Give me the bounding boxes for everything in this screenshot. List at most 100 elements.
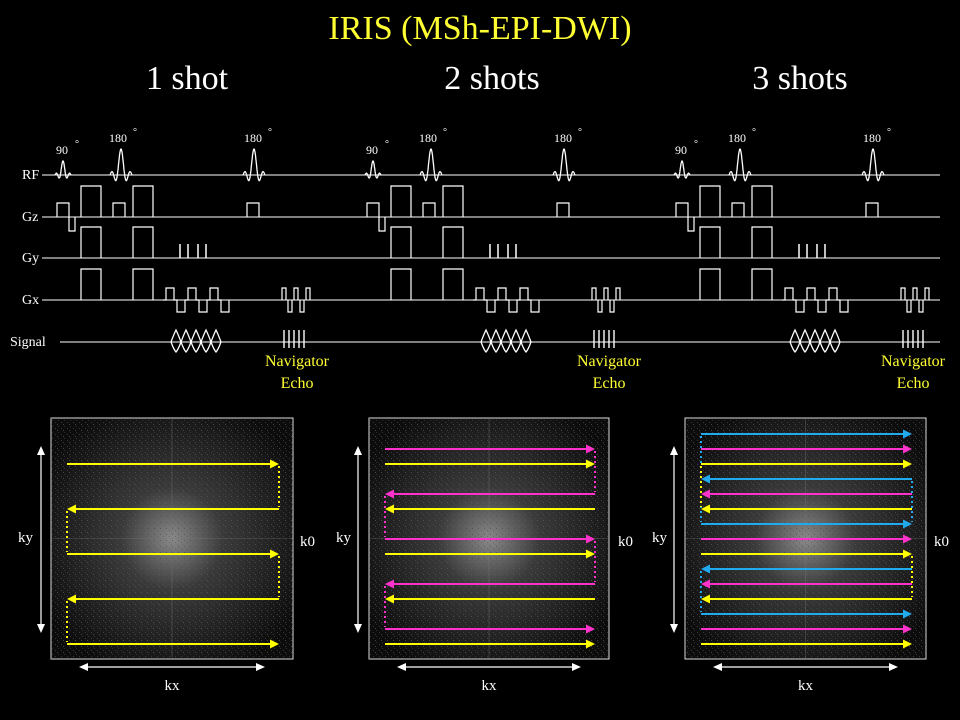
ky-label: ky	[652, 530, 668, 546]
trajectory-shot3	[701, 519, 912, 529]
k0-label: k0	[300, 534, 315, 550]
trajectory-shot1	[67, 639, 279, 649]
trajectory-shot1	[701, 504, 912, 514]
trajectory-shot2	[701, 489, 912, 499]
gx-diffusion-lobe	[390, 268, 412, 300]
arrowhead	[397, 663, 406, 671]
arrowhead	[903, 519, 912, 529]
degree-symbol: °	[268, 127, 272, 138]
navigator-label: Navigator	[577, 353, 642, 370]
pulse-label-180: 180	[863, 131, 881, 145]
signal-echo	[170, 328, 182, 353]
trajectory-shot2	[385, 624, 595, 634]
gx-navigator-readout	[900, 287, 930, 313]
ky-axis-arrow	[354, 446, 362, 633]
arrowhead	[586, 444, 595, 454]
gz-crusher	[246, 202, 260, 217]
arrowhead	[670, 624, 678, 633]
arrowhead	[903, 639, 912, 649]
signal-echo	[510, 328, 522, 353]
ky-axis-arrow	[37, 446, 45, 633]
trajectory-shot1	[385, 639, 595, 649]
gx-diffusion-lobe	[132, 268, 154, 300]
slide-title: IRIS (MSh-EPI-DWI)	[328, 10, 632, 47]
trajectory-shot1	[385, 459, 595, 469]
arrowhead	[903, 459, 912, 469]
kx-axis-arrow	[79, 663, 265, 671]
trajectory-shot1	[701, 549, 912, 559]
arrowhead	[903, 444, 912, 454]
arrowhead	[701, 579, 710, 589]
arrowhead	[701, 564, 710, 574]
gz-crusher	[112, 202, 126, 217]
gx-diffusion-lobe	[442, 268, 464, 300]
signal-echo	[829, 328, 841, 353]
signal-echo	[500, 328, 512, 353]
row-label-gz: Gz	[22, 210, 38, 225]
gz-crusher	[865, 202, 879, 217]
pulse-label-90: 90	[675, 143, 687, 157]
degree-symbol: °	[443, 127, 447, 138]
arrowhead	[701, 474, 710, 484]
signal-echo	[819, 328, 831, 353]
arrowhead	[701, 594, 710, 604]
kx-label: kx	[798, 678, 814, 694]
arrowhead	[354, 446, 362, 455]
column-title-2-shots: 2 shots	[444, 60, 540, 97]
gy-diffusion-lobe	[442, 226, 464, 258]
column-title-3-shots: 3 shots	[752, 60, 848, 97]
gz-diffusion-lobe	[390, 185, 412, 217]
ky-axis-arrow	[670, 446, 678, 633]
trajectory-shot1	[385, 594, 595, 604]
trajectory-shot3	[701, 564, 912, 574]
arrowhead	[903, 534, 912, 544]
gz-diffusion-lobe	[699, 185, 721, 217]
navigator-echo-label: Echo	[281, 375, 314, 392]
arrowhead	[586, 459, 595, 469]
kx-axis-arrow	[397, 663, 581, 671]
gz-crusher	[731, 202, 745, 217]
degree-symbol: °	[694, 139, 698, 150]
ky-label: ky	[18, 530, 34, 546]
navigator-label: Navigator	[881, 353, 946, 370]
signal-echo	[200, 328, 212, 353]
arrowhead	[903, 549, 912, 559]
row-label-gy: Gy	[22, 251, 39, 266]
arrowhead	[79, 663, 88, 671]
navigator-label: Navigator	[265, 353, 330, 370]
column-title-1-shot: 1 shot	[145, 60, 229, 97]
arrowhead	[903, 429, 912, 439]
arrowhead	[889, 663, 898, 671]
arrowhead	[385, 594, 394, 604]
gx-epi-readout	[782, 287, 849, 313]
arrowhead	[37, 624, 45, 633]
gz-crusher	[422, 202, 436, 217]
gy-diffusion-lobe	[80, 226, 102, 258]
pulse-label-180: 180	[419, 131, 437, 145]
gy-diffusion-lobe	[751, 226, 773, 258]
trajectory-shot1	[701, 594, 912, 604]
arrowhead	[903, 624, 912, 634]
gy-diffusion-lobe	[699, 226, 721, 258]
pulse-label-180: 180	[554, 131, 572, 145]
gz-crusher	[556, 202, 570, 217]
signal-echo	[190, 328, 202, 353]
gy-diffusion-lobe	[132, 226, 154, 258]
signal-echo	[490, 328, 502, 353]
signal-echo	[799, 328, 811, 353]
degree-symbol: °	[385, 139, 389, 150]
arrowhead	[701, 489, 710, 499]
arrowhead	[572, 663, 581, 671]
trajectory-shot3	[701, 474, 912, 484]
kx-label: kx	[165, 678, 181, 694]
arrowhead	[701, 504, 710, 514]
trajectory-shot3	[701, 609, 912, 619]
arrowhead	[713, 663, 722, 671]
trajectory-shot1	[67, 549, 279, 559]
arrowhead	[385, 489, 394, 499]
pulse-label-180: 180	[728, 131, 746, 145]
